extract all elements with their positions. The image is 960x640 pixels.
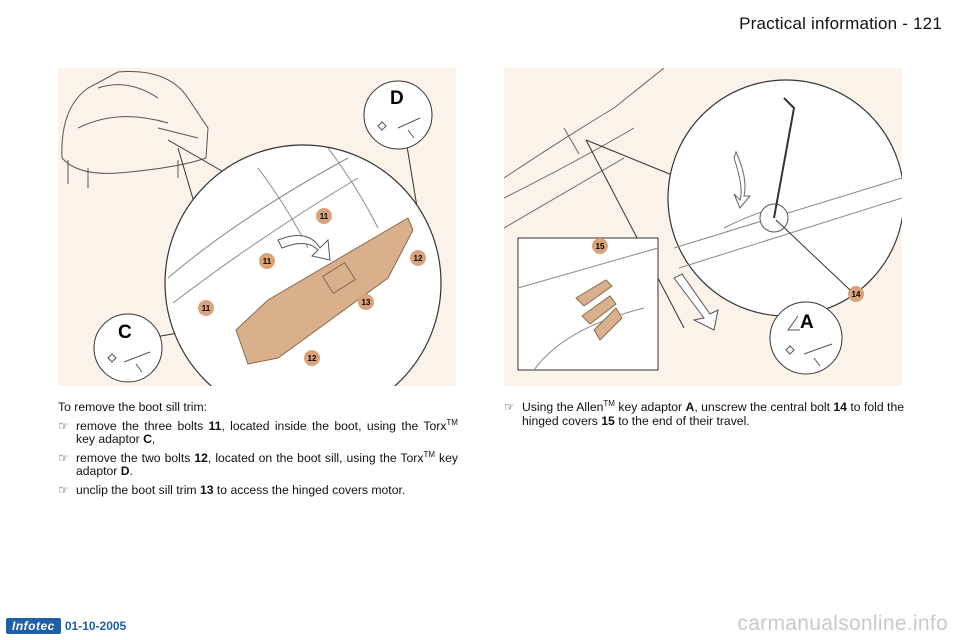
pointing-hand-icon: ☞ [58, 418, 69, 433]
infotec-logo: Infotec [6, 618, 61, 634]
intro-text: To remove the boot sill trim: [58, 400, 208, 414]
left-instructions: To remove the boot sill trim: ☞remove th… [58, 400, 458, 502]
key-a-label: A [800, 312, 814, 333]
hinged-cover-illustration: 15 14 A [504, 68, 902, 386]
right-instructions: ☞Using the AllenTM key adaptor A, unscre… [504, 398, 904, 433]
pointing-hand-icon: ☞ [58, 482, 69, 497]
footer-brand: Infotec 01-10-2005 [6, 618, 126, 634]
key-d-label: D [390, 88, 404, 109]
boot-sill-trim [235, 217, 414, 365]
instruction-step-3: ☞unclip the boot sill trim 13 to access … [58, 482, 406, 497]
hinged-cover-inset [517, 237, 659, 371]
detail-circle [164, 144, 442, 386]
torx-key-c-inset [93, 313, 163, 383]
callout-11: 11 [263, 257, 272, 266]
car-sketch [61, 71, 209, 188]
callout-13: 13 [362, 298, 371, 307]
callout-12: 12 [414, 254, 423, 263]
pointing-hand-icon: ☞ [504, 400, 515, 414]
detail-circle [667, 79, 902, 317]
key-c-label: C [118, 322, 132, 343]
page-title: Practical information - 121 [739, 14, 942, 33]
callout-12: 12 [308, 354, 317, 363]
pointing-hand-icon: ☞ [58, 450, 69, 465]
instruction-step-2: ☞remove the two bolts 12, located on the… [58, 449, 458, 478]
edition-date: 01-10-2005 [64, 619, 127, 633]
instruction-step-1: ☞remove the three bolts 11, located insi… [58, 417, 458, 446]
callout-11: 11 [320, 212, 329, 221]
boot-sill-trim-illustration: 11 11 11 12 12 13 D C [58, 68, 456, 386]
watermark: carmanualsonline.info [737, 612, 948, 635]
callout-14: 14 [852, 290, 861, 299]
allen-key-a-inset [769, 301, 843, 375]
callout-11: 11 [202, 304, 211, 313]
callout-15: 15 [596, 242, 605, 251]
instruction-step-4: ☞Using the AllenTM key adaptor A, unscre… [504, 398, 904, 428]
torx-key-d-inset [363, 80, 433, 150]
